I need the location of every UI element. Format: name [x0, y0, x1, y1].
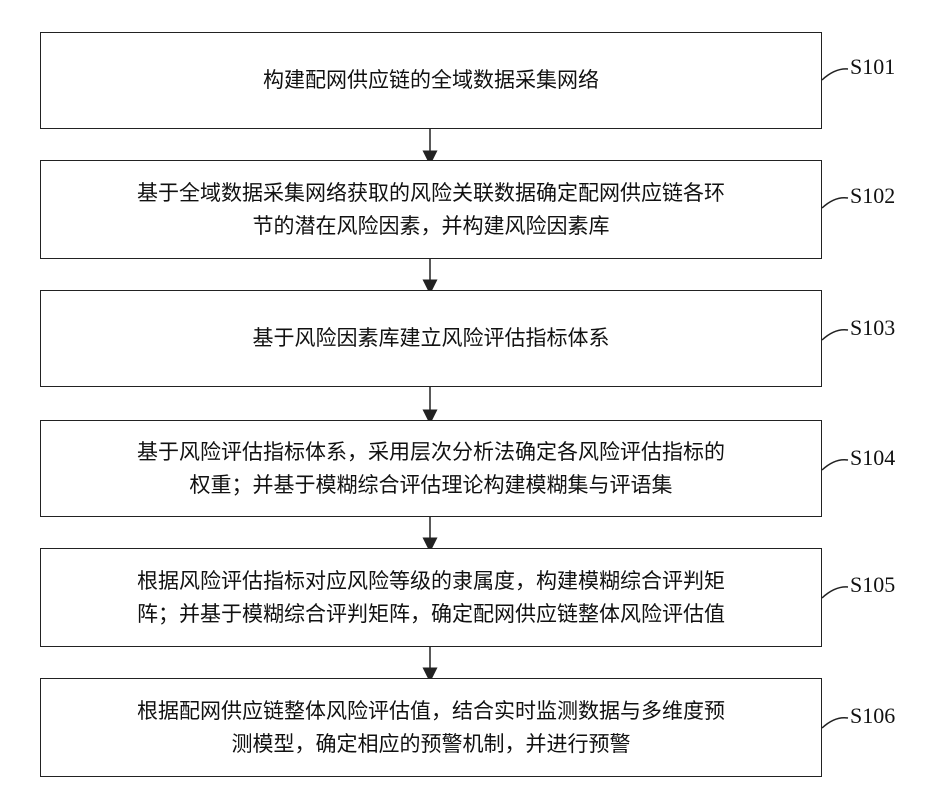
step-text-line: 基于风险评估指标体系，采用层次分析法确定各风险评估指标的 — [137, 436, 725, 469]
step-text-line: 根据配网供应链整体风险评估值，结合实时监测数据与多维度预 — [137, 695, 725, 728]
step-label-s102: S102 — [850, 183, 895, 209]
step-box-s101: 构建配网供应链的全域数据采集网络 — [40, 32, 822, 129]
step-label-s101: S101 — [850, 54, 895, 80]
step-text-line: 阵；并基于模糊综合评判矩阵，确定配网供应链整体风险评估值 — [137, 598, 725, 631]
step-text-line: 权重；并基于模糊综合评估理论构建模糊集与评语集 — [137, 469, 725, 502]
step-box-s106: 根据配网供应链整体风险评估值，结合实时监测数据与多维度预 测模型，确定相应的预警… — [40, 678, 822, 777]
step-text-line: 根据风险评估指标对应风险等级的隶属度，构建模糊综合评判矩 — [137, 565, 725, 598]
step-text-line: 节的潜在风险因素，并构建风险因素库 — [137, 210, 725, 243]
leader-s105 — [822, 587, 848, 598]
step-box-s105: 根据风险评估指标对应风险等级的隶属度，构建模糊综合评判矩 阵；并基于模糊综合评判… — [40, 548, 822, 647]
leader-s102 — [822, 198, 848, 208]
step-box-s103: 基于风险因素库建立风险评估指标体系 — [40, 290, 822, 387]
leader-s103 — [822, 330, 848, 340]
step-text-line: 基于全域数据采集网络获取的风险关联数据确定配网供应链各环 — [137, 177, 725, 210]
leader-s106 — [822, 718, 848, 728]
step-label-s106: S106 — [850, 703, 895, 729]
step-label-s103: S103 — [850, 315, 895, 341]
leader-s104 — [822, 460, 848, 470]
step-box-s102: 基于全域数据采集网络获取的风险关联数据确定配网供应链各环 节的潜在风险因素，并构… — [40, 160, 822, 259]
leader-s101 — [822, 69, 848, 80]
step-box-s104: 基于风险评估指标体系，采用层次分析法确定各风险评估指标的 权重；并基于模糊综合评… — [40, 420, 822, 517]
step-label-s105: S105 — [850, 572, 895, 598]
step-text-line: 构建配网供应链的全域数据采集网络 — [263, 64, 599, 97]
step-text-line: 测模型，确定相应的预警机制，并进行预警 — [137, 728, 725, 761]
step-text-line: 基于风险因素库建立风险评估指标体系 — [253, 322, 610, 355]
step-label-s104: S104 — [850, 445, 895, 471]
